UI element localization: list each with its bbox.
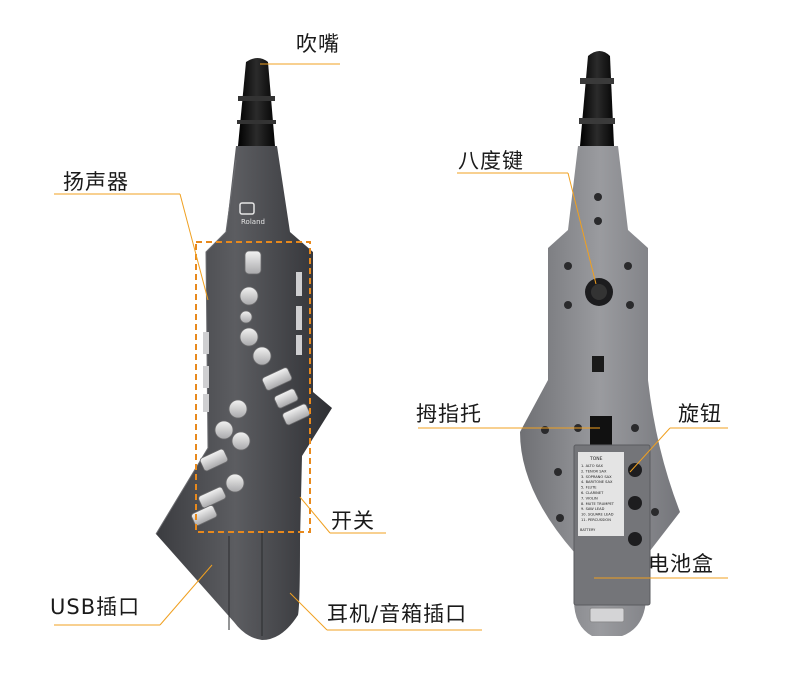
- tone-knob: [628, 463, 642, 477]
- side-button: [296, 335, 302, 355]
- key: [253, 347, 271, 365]
- tone-item: 8. MUTE TRUMPET: [581, 502, 615, 506]
- tone-item: 1. ALTO SAX: [581, 464, 604, 468]
- key-knob: [628, 496, 642, 510]
- key: [215, 421, 233, 439]
- key: [226, 474, 244, 492]
- tone-item: 2. TENOR SAX: [581, 469, 607, 473]
- label-power-switch: 开关: [331, 505, 375, 535]
- tone-item: 4. BARITONE SAX: [581, 480, 613, 484]
- key: [232, 432, 250, 450]
- tone-item: 6. CLARINET: [581, 491, 604, 495]
- mouthpiece-ring: [580, 78, 614, 84]
- back-mouthpiece: [580, 51, 614, 146]
- side-button: [203, 366, 209, 388]
- back-slot: [592, 356, 604, 372]
- battery-label: BATTERY: [580, 528, 596, 532]
- front-view: Roland: [156, 58, 332, 640]
- key: [240, 311, 252, 323]
- key: [240, 287, 258, 305]
- volume-knob: [628, 532, 642, 546]
- brand-text: Roland: [241, 218, 265, 226]
- key: [245, 251, 261, 274]
- side-button: [296, 306, 302, 330]
- side-button: [203, 394, 209, 412]
- label-thumb-rest: 拇指托: [416, 398, 482, 428]
- label-battery-box: 电池盒: [648, 548, 714, 578]
- tone-item: 3. SOPRANO SAX: [581, 475, 612, 479]
- side-button: [296, 272, 302, 296]
- tone-panel-title: TONE: [589, 456, 603, 462]
- mouthpiece-ring: [237, 120, 276, 124]
- label-mouthpiece: 吹嘴: [296, 28, 340, 58]
- mouthpiece-ring: [579, 118, 615, 124]
- key: [240, 328, 258, 346]
- label-speaker: 扬声器: [63, 166, 129, 196]
- label-octave-key: 八度键: [458, 145, 524, 175]
- label-usb-port: USB插口: [50, 591, 140, 621]
- side-button: [203, 332, 209, 354]
- mouthpiece-ring: [238, 96, 275, 101]
- tone-item: 7. VIOLIN: [581, 496, 598, 500]
- tone-item: 11. PERCUSSION: [581, 518, 611, 522]
- key: [229, 400, 247, 418]
- octave-key-center: [591, 284, 607, 300]
- tone-item: 5. FLUTE: [581, 486, 597, 490]
- front-mouthpiece: [238, 58, 275, 146]
- label-headphone-port: 耳机/音箱插口: [327, 598, 467, 628]
- thumb-rest: [590, 416, 612, 446]
- tone-item: 10. SQUARE LEAD: [581, 513, 614, 517]
- battery-cover-clip: [590, 608, 624, 622]
- tone-item: 9. SAW LEAD: [581, 507, 605, 511]
- label-knob: 旋钮: [678, 398, 722, 428]
